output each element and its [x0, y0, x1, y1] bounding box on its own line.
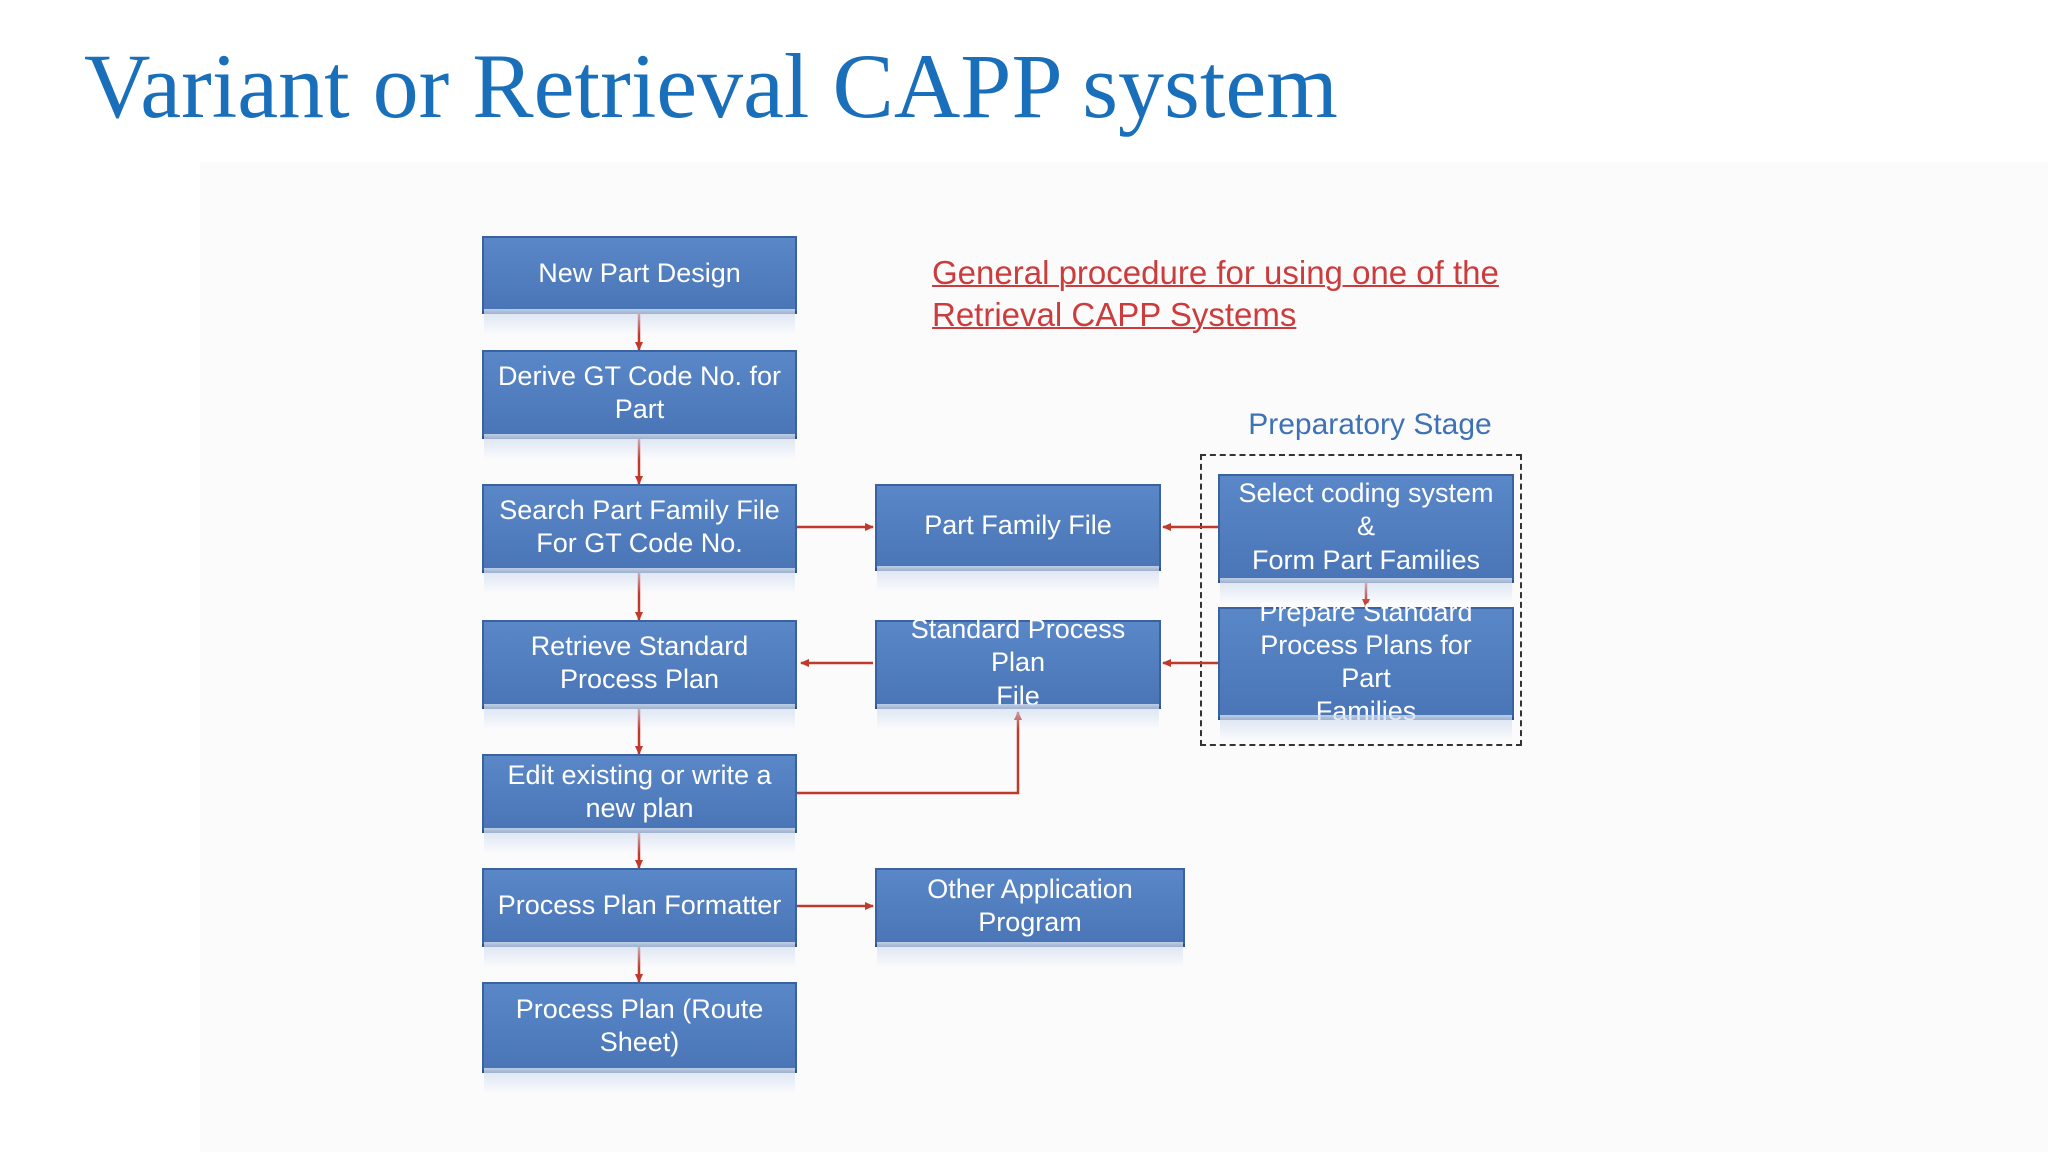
preparatory-stage-label: Preparatory Stage [1248, 408, 1492, 441]
select-coding-system-box: Select coding system & Form Part Familie… [1218, 474, 1514, 604]
edit-or-write-plan-label: Edit existing or write a new plan [507, 759, 772, 823]
select-coding-system-label: Select coding system & Form Part Familie… [1238, 478, 1494, 575]
new-part-design-label: New Part Design [538, 257, 741, 288]
other-application-program-box: Other Application Program [875, 868, 1185, 968]
preparatory-stage-box [1200, 454, 1522, 746]
derive-gt-code-label: Derive GT Code No. for Part [497, 360, 782, 424]
prepare-standard-plans-label: Prepare Standard Process Plans for Part … [1259, 596, 1473, 727]
process-plan-formatter-box: Process Plan Formatter [482, 868, 797, 968]
new-part-design-box: New Part Design [482, 236, 797, 335]
arrow-edit-to-standard-plan-file [797, 711, 1022, 795]
edit-or-write-plan-box: Edit existing or write a new plan [482, 754, 797, 854]
standard-process-plan-file-box: Standard Process Plan File [875, 614, 1161, 730]
procedure-note: General procedure for using one of the R… [932, 252, 1499, 336]
search-part-family-box: Search Part Family File For GT Code No. [482, 484, 797, 594]
part-family-file-box: Part Family File [875, 484, 1161, 592]
part-family-file-label: Part Family File [924, 510, 1112, 541]
other-application-program-label: Other Application Program [927, 873, 1133, 937]
standard-process-plan-file-label: Standard Process Plan File [910, 614, 1126, 711]
derive-gt-code-box: Derive GT Code No. for Part [482, 350, 797, 460]
search-part-family-label: Search Part Family File For GT Code No. [499, 494, 780, 558]
procedure-note-line-1: General procedure for using one of the [932, 254, 1499, 291]
prepare-standard-plans-box: Prepare Standard Process Plans for Part … [1218, 597, 1514, 741]
route-sheet-box: Process Plan (Route Sheet) [482, 982, 797, 1094]
route-sheet-label: Process Plan (Route Sheet) [515, 993, 764, 1057]
procedure-note-line-2: Retrieval CAPP Systems [932, 296, 1297, 333]
process-plan-formatter-label: Process Plan Formatter [497, 890, 782, 921]
retrieve-standard-plan-box: Retrieve Standard Process Plan [482, 620, 797, 730]
retrieve-standard-plan-label: Retrieve Standard Process Plan [530, 630, 749, 694]
slide-title: Variant or Retrieval CAPP system [84, 35, 1338, 137]
